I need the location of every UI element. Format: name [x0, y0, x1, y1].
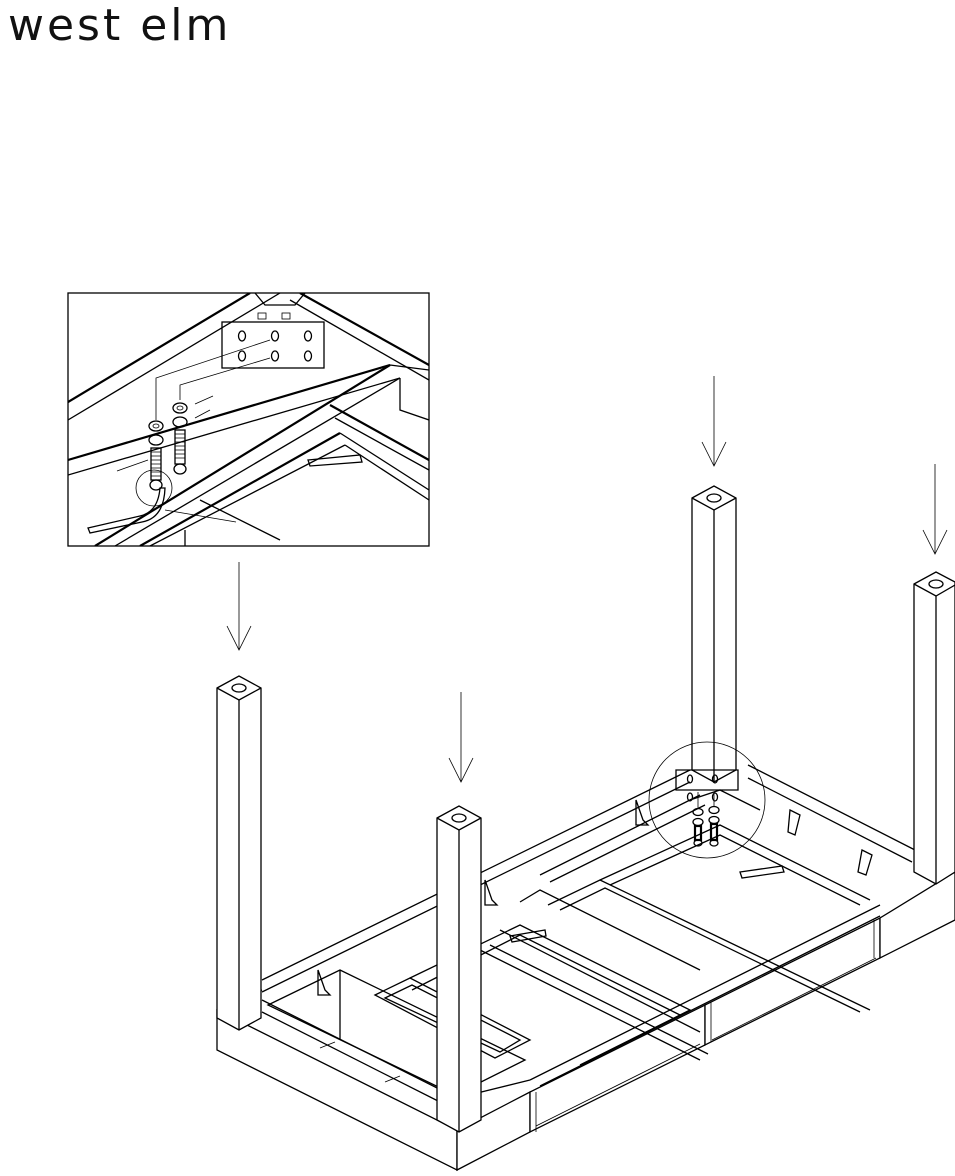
detail-inset: [68, 293, 429, 546]
arrow-leg-4: [923, 464, 947, 554]
bolt-stack-left: [149, 421, 163, 490]
small-bolt-right: [709, 807, 719, 847]
leg-1: [217, 676, 261, 1030]
arrow-leg-2: [449, 692, 473, 782]
leg-3: [692, 486, 736, 782]
small-bolt-left: [693, 809, 703, 847]
table-frame: [217, 765, 955, 1170]
bolt-stack-right: [173, 403, 187, 474]
leg-4: [914, 572, 955, 884]
leg-2: [437, 806, 481, 1132]
arrow-leg-3: [702, 376, 726, 466]
arrow-leg-1: [227, 562, 251, 650]
